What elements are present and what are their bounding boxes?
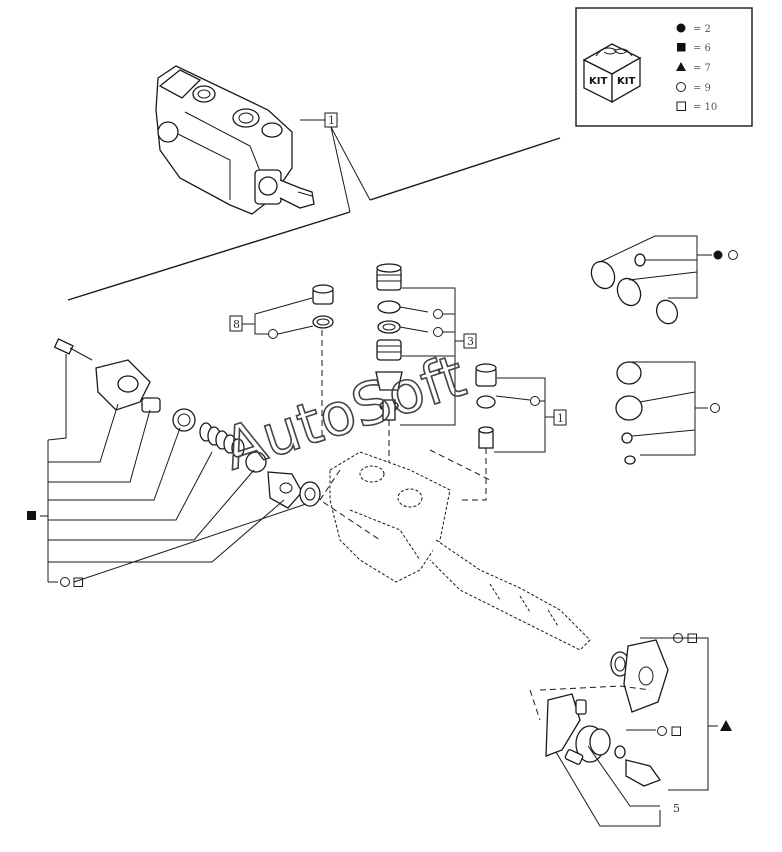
legend-text-6: = 6: [693, 43, 711, 54]
filled-triangle-icon: [676, 62, 686, 71]
callout-ref-1: 1: [557, 412, 564, 425]
kit-9-marker-left-icon: [60, 577, 70, 587]
spring-stack-3: 3: [375, 263, 477, 470]
filled-square-icon: [677, 43, 686, 52]
cover-group-bottom: 5: [529, 633, 732, 827]
kit-9-marker-cover-icon: [673, 633, 683, 643]
open-circle-icon: [676, 82, 686, 92]
plug-group-1: 1: [460, 363, 567, 501]
callout-ref-top: 1: [328, 114, 335, 127]
o-ring-group-top: [590, 235, 738, 325]
kit-2-marker-icon: [713, 250, 723, 260]
legend-text-7: = 7: [693, 63, 711, 74]
kit-6-marker-icon: [27, 511, 36, 520]
legend-text-10: = 10: [693, 102, 717, 113]
legend-text-9: = 9: [693, 83, 711, 94]
kit-9-marker-3a-icon: [433, 309, 443, 319]
kit-label-left: KIT: [589, 76, 607, 87]
kit-10-marker-cover2-icon: [671, 726, 681, 736]
o-ring-group-middle: [615, 361, 720, 465]
kit-9-marker-icon: [728, 250, 738, 260]
callout-ref-8: 8: [233, 318, 240, 331]
kit-9-marker-3b-icon: [433, 327, 443, 337]
kit-10-marker-left-icon: [73, 577, 83, 587]
callout-ref-3: 3: [467, 335, 474, 348]
valve-body-ghost: [319, 449, 591, 651]
kit-9-marker-cover2-icon: [657, 726, 667, 736]
kit-label-right: KIT: [617, 76, 635, 87]
valve-section-assembly: [155, 65, 315, 215]
legend-text-2: = 2: [693, 24, 711, 35]
section-separator-line: [67, 211, 351, 301]
filled-circle-icon: [676, 23, 686, 33]
kit-9-marker-mid-icon: [710, 403, 720, 413]
left-parts-group: [27, 338, 321, 587]
open-square-icon: [676, 101, 686, 111]
spring-icon: [199, 422, 245, 458]
kit-cube-icon: [582, 43, 642, 104]
kit-legend-box: KIT KIT = 2 = 6 = 7 = 9 = 10: [575, 7, 753, 127]
kit-10-marker-cover-icon: [687, 633, 697, 643]
plug-group-8: 8: [229, 284, 334, 440]
callout-ref-5: 5: [673, 802, 680, 815]
kit-7-marker-icon: [720, 720, 732, 731]
kit-9-marker-8-icon: [268, 329, 278, 339]
kit-9-marker-1-icon: [530, 396, 540, 406]
